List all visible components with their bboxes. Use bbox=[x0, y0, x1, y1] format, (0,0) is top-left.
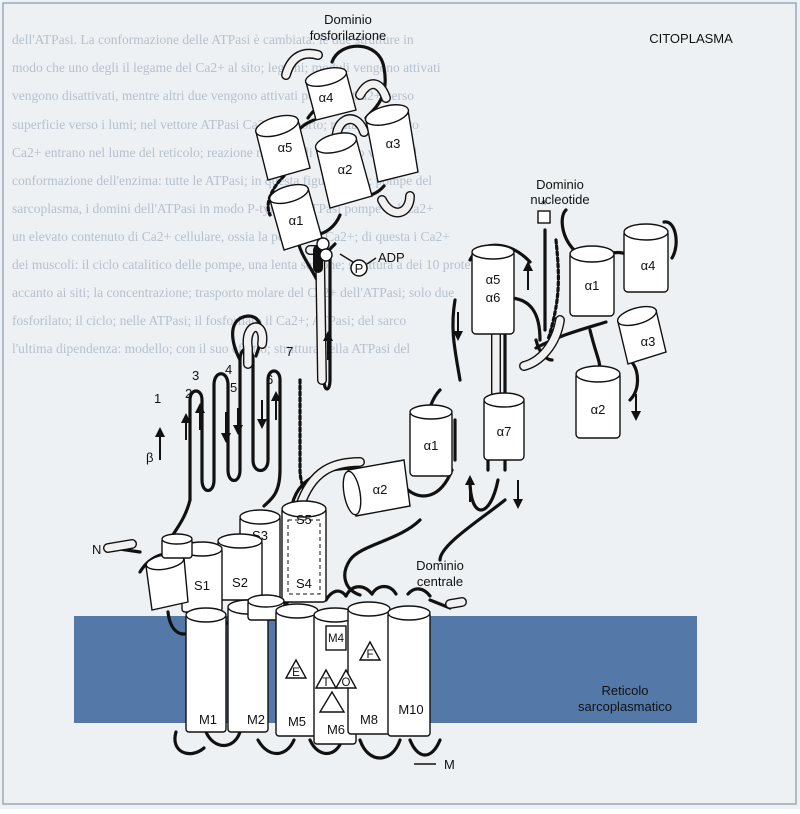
strand-number: 3 bbox=[192, 368, 199, 383]
strand-number: 4 bbox=[225, 362, 232, 377]
helix-label: M2 bbox=[247, 712, 265, 727]
background-line: fosforilato; il ciclo; nelle ATPasi; il … bbox=[12, 313, 406, 328]
bead bbox=[316, 237, 330, 251]
site-letter: T bbox=[322, 677, 329, 689]
helix-label: α5 bbox=[278, 140, 293, 155]
helix-alpha2-nuc-right: α2 bbox=[575, 365, 621, 439]
helix-label: α7 bbox=[497, 424, 512, 439]
direction-arrows bbox=[155, 261, 641, 509]
site-letter: F bbox=[366, 649, 373, 661]
helix-alpha1-nuc: α1 bbox=[409, 404, 453, 477]
strand-number: 6 bbox=[266, 372, 273, 387]
site-triangle-o bbox=[334, 668, 358, 689]
helix-label: M10 bbox=[398, 702, 423, 717]
helix-label: α3 bbox=[386, 136, 401, 151]
background-line: l'ultima dipendenza: modello; con il suo… bbox=[12, 341, 410, 356]
central-domain-label-2: centrale bbox=[417, 574, 463, 589]
beta-strand-numbers: 1 2 3 4 5 6 7 β bbox=[146, 344, 293, 465]
site-triangle-f bbox=[358, 640, 382, 661]
helix-m1: M1 bbox=[185, 607, 227, 733]
helix-alpha5-phos: α5 bbox=[255, 114, 311, 181]
background-line: un elevato contenuto di Ca2+ cellulare, … bbox=[12, 229, 450, 244]
helix-label: S5 bbox=[296, 512, 312, 527]
helix-label: M5 bbox=[288, 714, 306, 729]
cytoplasm-label: CITOPLASMA bbox=[649, 31, 733, 46]
helix-label: α1 bbox=[289, 213, 304, 228]
n-terminal-helix bbox=[145, 533, 193, 611]
helix-label: α2 bbox=[591, 402, 606, 417]
helix-label: M8 bbox=[360, 712, 378, 727]
background-line: superficie verso i lumi; nel vettore ATP… bbox=[12, 117, 419, 132]
m-label: M bbox=[444, 757, 455, 772]
site-triangle-e bbox=[284, 658, 308, 679]
background-line: dell'ATPasi. La conformazione delle ATPa… bbox=[12, 32, 414, 47]
helix-label: α1 bbox=[585, 278, 600, 293]
phosphorylation-domain-label-1: Dominio bbox=[324, 12, 372, 27]
stalk-s5: S5 bbox=[281, 500, 327, 603]
n-terminus-label: N bbox=[92, 542, 101, 557]
helix-label: S1 bbox=[194, 578, 210, 593]
helix-label: α5 bbox=[486, 272, 501, 287]
linker-tubes bbox=[103, 48, 565, 609]
adp-label: ADP bbox=[378, 250, 405, 265]
background-line: dei muscoli: il ciclo catalitico delle p… bbox=[12, 257, 487, 272]
helix-label: α1 bbox=[424, 438, 439, 453]
helix-label: M6 bbox=[327, 722, 345, 737]
phosphate-circle bbox=[350, 259, 368, 277]
helix-label: M4 bbox=[328, 633, 345, 645]
helix-label: α6 bbox=[486, 290, 501, 305]
central-domain-label-1: Dominio bbox=[416, 558, 464, 573]
helix-alpha3-phos: α3 bbox=[364, 104, 419, 183]
nucleotide-site-box bbox=[537, 210, 551, 224]
background-line: modo che uno degli il legame del Ca2+ al… bbox=[12, 60, 441, 75]
phosphate-label: P bbox=[355, 261, 364, 276]
helix-alpha1-nuc-right: α1 bbox=[569, 245, 615, 317]
strand-number: 7 bbox=[286, 344, 293, 359]
membrane-helices: M1 M2 M5 M4 M6 M8 bbox=[185, 594, 431, 745]
helix-label: α4 bbox=[641, 258, 656, 273]
helix-alpha5-alpha6-nuc: α5 α6 bbox=[471, 244, 515, 335]
reticulum-label-1: Reticolo bbox=[602, 683, 649, 698]
strand-number: 2 bbox=[185, 386, 192, 401]
nucleotide-asterisk: * bbox=[541, 197, 546, 212]
helix-alpha2-phos: α2 bbox=[314, 132, 373, 209]
site-letter: E bbox=[292, 667, 300, 679]
background-line: accanto ai siti; la concentrazione; tras… bbox=[12, 285, 454, 300]
binding-site-markers: E T O F bbox=[284, 640, 382, 713]
helix-m8: M8 bbox=[347, 601, 391, 735]
helix-alpha4-phos: α4 bbox=[304, 67, 357, 121]
site-triangle-large bbox=[318, 690, 346, 713]
helix-alpha3-nuc: α3 bbox=[616, 305, 667, 365]
strand-number: 1 bbox=[154, 391, 161, 406]
helix-alpha1-phos: α1 bbox=[268, 183, 323, 251]
helix-alpha4-nuc: α4 bbox=[623, 223, 669, 293]
helix-label: S2 bbox=[232, 575, 248, 590]
site-letter: O bbox=[342, 677, 351, 689]
helix-alpha7-nuc: α7 bbox=[483, 392, 525, 461]
nucleotide-domain-label-1: Dominio bbox=[536, 177, 584, 192]
helix-label: α2 bbox=[338, 162, 353, 177]
background-line: sarcoplasma, i domini dell'ATPasi in mod… bbox=[12, 201, 434, 216]
nucleotide-domain-label-2: nucleotide bbox=[530, 192, 589, 207]
helix-m10: M10 bbox=[387, 605, 431, 737]
phosphorylation-site: P ADP bbox=[316, 237, 405, 277]
strand-number: 5 bbox=[230, 380, 237, 395]
helix-alpha2-nuc: α2 bbox=[342, 459, 411, 517]
site-triangle-t bbox=[314, 668, 338, 689]
helix-label: α2 bbox=[373, 482, 388, 497]
phosphorylation-domain-label-2: fosforilazione bbox=[310, 28, 387, 43]
helix-m3-back bbox=[247, 594, 285, 621]
stalk-s2: S2 bbox=[217, 533, 263, 601]
stalk-s4: S4 bbox=[296, 576, 312, 591]
helix-label: α4 bbox=[319, 90, 334, 105]
helix-label: S4 bbox=[296, 576, 312, 591]
bead bbox=[319, 248, 333, 262]
beta-label: β bbox=[146, 450, 153, 465]
helix-label: α3 bbox=[641, 334, 656, 349]
helix-label: M1 bbox=[199, 712, 217, 727]
reticulum-label-2: sarcoplasmatico bbox=[578, 699, 672, 714]
